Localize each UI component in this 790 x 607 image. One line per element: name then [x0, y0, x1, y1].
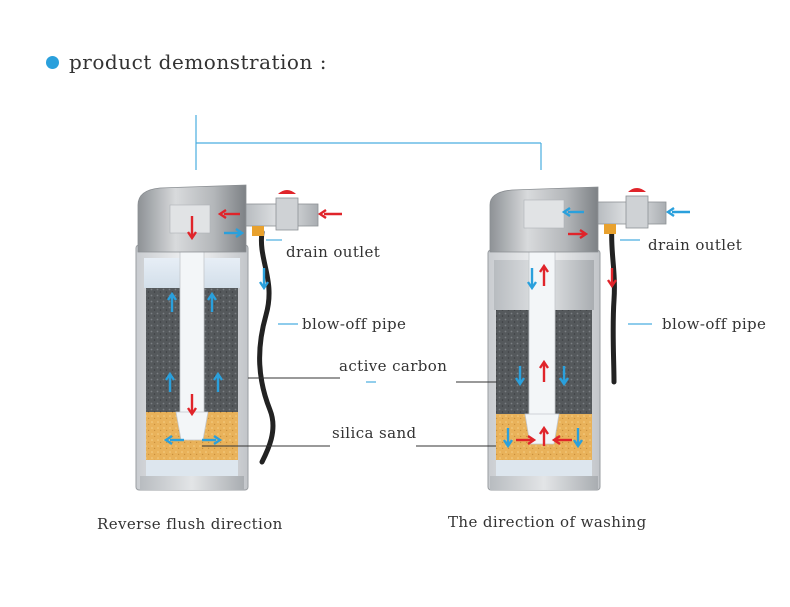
right-blue-arrows — [503, 207, 690, 449]
left-flow-arrows — [163, 209, 342, 445]
left-blue-arrows — [163, 228, 269, 445]
right-caption: The direction of washing — [448, 513, 647, 531]
right-flow-arrows — [503, 207, 690, 449]
left-blow-off-pipe-label: blow-off pipe — [302, 315, 407, 333]
left-red-arrows — [187, 209, 342, 417]
right-leader-lines — [416, 381, 496, 447]
left-blue-leaders — [266, 239, 376, 383]
connector-bracket — [195, 115, 542, 170]
right-drain-outlet-label: drain outlet — [648, 236, 743, 254]
page-title: product demonstration : — [69, 50, 327, 74]
silica-sand-label: silica sand — [332, 424, 417, 442]
left-caption: Reverse flush direction — [97, 515, 283, 533]
left-drain-outlet-label: drain outlet — [286, 243, 381, 261]
right-red-arrows — [516, 229, 617, 446]
right-blow-off-pipe-label: blow-off pipe — [662, 315, 767, 333]
active-carbon-label: active carbon — [339, 357, 448, 375]
right-blue-leaders — [620, 239, 652, 325]
heading: product demonstration : — [46, 50, 327, 74]
bullet-dot-icon — [46, 55, 59, 69]
left-leader-lines — [202, 377, 340, 447]
left-filter-unit — [135, 184, 319, 491]
